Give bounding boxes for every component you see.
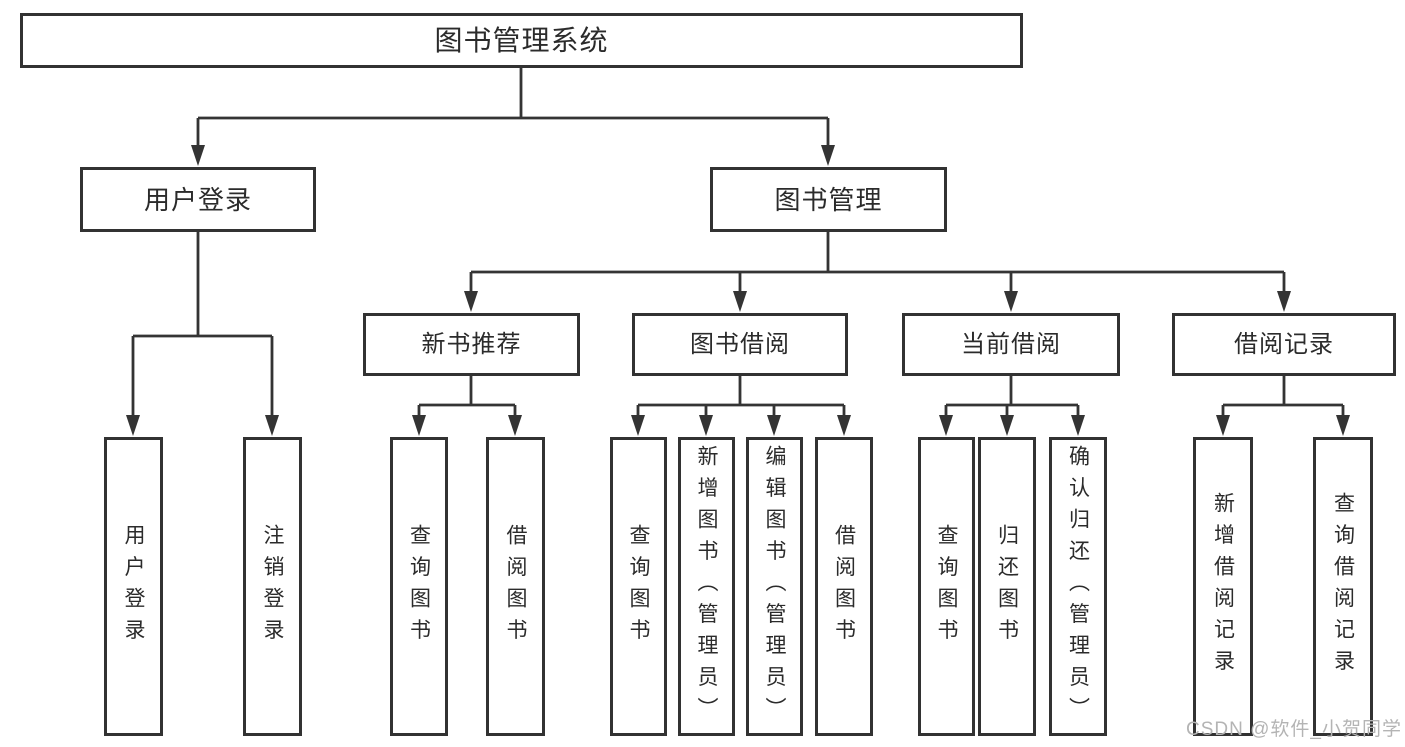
leaf-add-borrow-record: 新增借阅记录 [1193, 437, 1253, 736]
node-new-book-recommend: 新书推荐 [363, 313, 580, 376]
leaf-logout: 注销登录 [243, 437, 302, 736]
leaf-query-books-current: 查询图书 [918, 437, 975, 736]
node-current-borrow: 当前借阅 [902, 313, 1120, 376]
leaf-borrow-books-recommend: 借阅图书 [486, 437, 545, 736]
node-book-borrow: 图书借阅 [632, 313, 848, 376]
leaf-confirm-return-admin: 确认归还（管理员） [1049, 437, 1107, 736]
leaf-query-books-recommend: 查询图书 [390, 437, 448, 736]
leaf-return-books: 归还图书 [978, 437, 1036, 736]
leaf-user-login: 用户登录 [104, 437, 163, 736]
leaf-borrow-books: 借阅图书 [815, 437, 873, 736]
watermark: CSDN @软件_小贺同学 [1186, 719, 1402, 740]
leaf-query-books-borrow: 查询图书 [610, 437, 667, 736]
leaf-query-borrow-record: 查询借阅记录 [1313, 437, 1373, 736]
node-borrow-records: 借阅记录 [1172, 313, 1396, 376]
node-book-management: 图书管理 [710, 167, 947, 232]
arrowheads [126, 145, 1350, 436]
node-user-login: 用户登录 [80, 167, 316, 232]
leaf-add-book-admin: 新增图书（管理员） [678, 437, 735, 736]
node-root: 图书管理系统 [20, 13, 1023, 68]
leaf-edit-book-admin: 编辑图书（管理员） [746, 437, 803, 736]
